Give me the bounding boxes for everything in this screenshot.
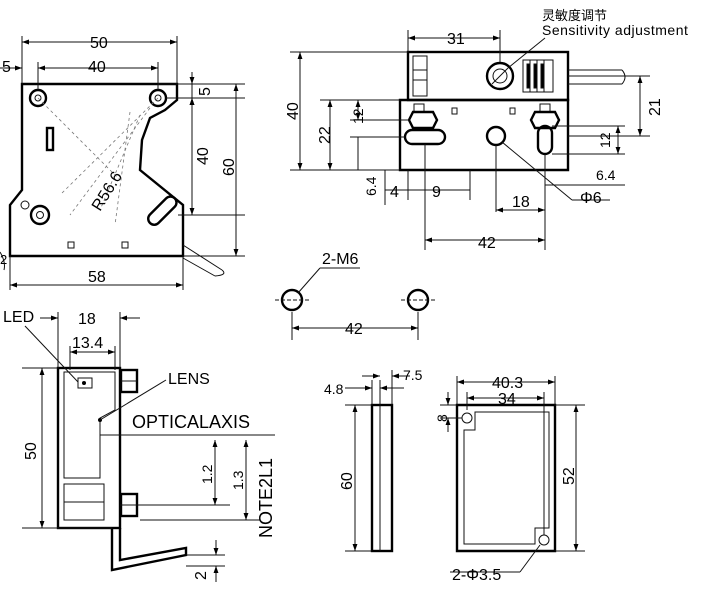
reflector-outline bbox=[455, 403, 557, 553]
reflector-dim-34: 34 bbox=[498, 391, 516, 408]
reflector-dim-8: 8 bbox=[434, 414, 450, 422]
side-dim-50: 50 bbox=[23, 442, 40, 460]
side-note-label: NOTE2L1 bbox=[256, 458, 276, 538]
mount-holes-label: 2-M6 bbox=[322, 251, 359, 268]
top-dim-42: 42 bbox=[478, 235, 496, 252]
adjust-label-en: Sensitivity adjustment bbox=[542, 22, 688, 38]
edge-dim-7-5: 7.5 bbox=[403, 367, 423, 383]
side-axis-label: OPTICALAXIS bbox=[132, 412, 250, 432]
side-dim-1-3: 1.3 bbox=[230, 470, 246, 490]
top-dim-18: 18 bbox=[512, 194, 530, 211]
front-dim-hole-spacing: 40 bbox=[88, 59, 106, 76]
front-body-outline bbox=[8, 82, 185, 258]
top-dim-6-4-left: 6.4 bbox=[363, 176, 379, 196]
front-view: 50 40 5 5 40 60 58 R56.6 2 bbox=[0, 35, 245, 290]
side-lens-label: LENS bbox=[168, 371, 210, 388]
side-dim-1-2: 1.2 bbox=[199, 464, 215, 484]
top-dim-12a: 12 bbox=[350, 108, 366, 124]
side-dim-18: 18 bbox=[78, 311, 96, 328]
mount-holes-view: 42 2-M6 bbox=[275, 251, 436, 340]
mount-dim-42: 42 bbox=[345, 321, 363, 338]
top-right-slot bbox=[536, 124, 554, 156]
terminal-block bbox=[522, 59, 554, 93]
front-dim-overall-height: 60 bbox=[221, 158, 238, 176]
front-dim-hole-offset: 5 bbox=[2, 59, 11, 76]
reflector-hole-bottom bbox=[538, 534, 550, 546]
reflector-view: 40.3 34 8 52 2-Φ3.5 bbox=[434, 375, 585, 584]
top-hole-label: Φ6 bbox=[580, 190, 602, 207]
reflector-dim-40-3: 40.3 bbox=[492, 375, 523, 392]
front-dim-overall-width: 50 bbox=[90, 35, 108, 52]
sensitivity-knob bbox=[485, 61, 515, 91]
top-dim-12b: 12 bbox=[597, 132, 613, 148]
adjust-label-cn: 灵敏度调节 bbox=[542, 8, 607, 23]
reflector-hole-top bbox=[461, 412, 473, 424]
front-dim-top-offset: 5 bbox=[197, 87, 214, 96]
side-dim-2: 2 bbox=[193, 571, 210, 580]
side-view: 18 13.4 LED LENS OPTICALAXIS 50 1.2 bbox=[3, 309, 276, 582]
top-dim-6-4-right: 6.4 bbox=[596, 167, 616, 183]
top-dim-21: 21 bbox=[647, 98, 664, 116]
top-view: 31 40 22 12 6.4 4 bbox=[285, 8, 688, 252]
top-left-slot bbox=[403, 128, 447, 146]
side-led bbox=[77, 377, 93, 389]
reflector-holes-label: 2-Φ3.5 bbox=[452, 567, 501, 584]
side-dim-13-4: 13.4 bbox=[72, 335, 103, 352]
edge-body bbox=[370, 403, 394, 553]
side-body-outer bbox=[56, 366, 122, 530]
top-dim-22: 22 bbox=[317, 126, 334, 144]
top-dim-4: 4 bbox=[390, 184, 399, 201]
front-lower-hole bbox=[29, 204, 51, 226]
top-lower-body bbox=[398, 98, 570, 172]
reflector-dim-52: 52 bbox=[561, 467, 578, 485]
side-led-label: LED bbox=[3, 309, 34, 326]
front-angled-slot bbox=[147, 195, 178, 226]
top-dim-9: 9 bbox=[432, 184, 441, 201]
front-radius-label: R56.6 bbox=[89, 169, 126, 214]
edge-view: 4.8 7.5 60 bbox=[324, 367, 423, 553]
front-dim-bottom-width: 58 bbox=[88, 269, 106, 286]
front-dim-hole-vertical: 40 bbox=[195, 147, 212, 165]
edge-dim-60: 60 bbox=[339, 472, 356, 490]
front-small-slot bbox=[45, 126, 55, 152]
front-partial-label: 2 bbox=[0, 252, 7, 267]
top-dim-40: 40 bbox=[285, 102, 302, 120]
top-dim-31: 31 bbox=[447, 31, 465, 48]
edge-dim-4-8: 4.8 bbox=[324, 381, 344, 397]
